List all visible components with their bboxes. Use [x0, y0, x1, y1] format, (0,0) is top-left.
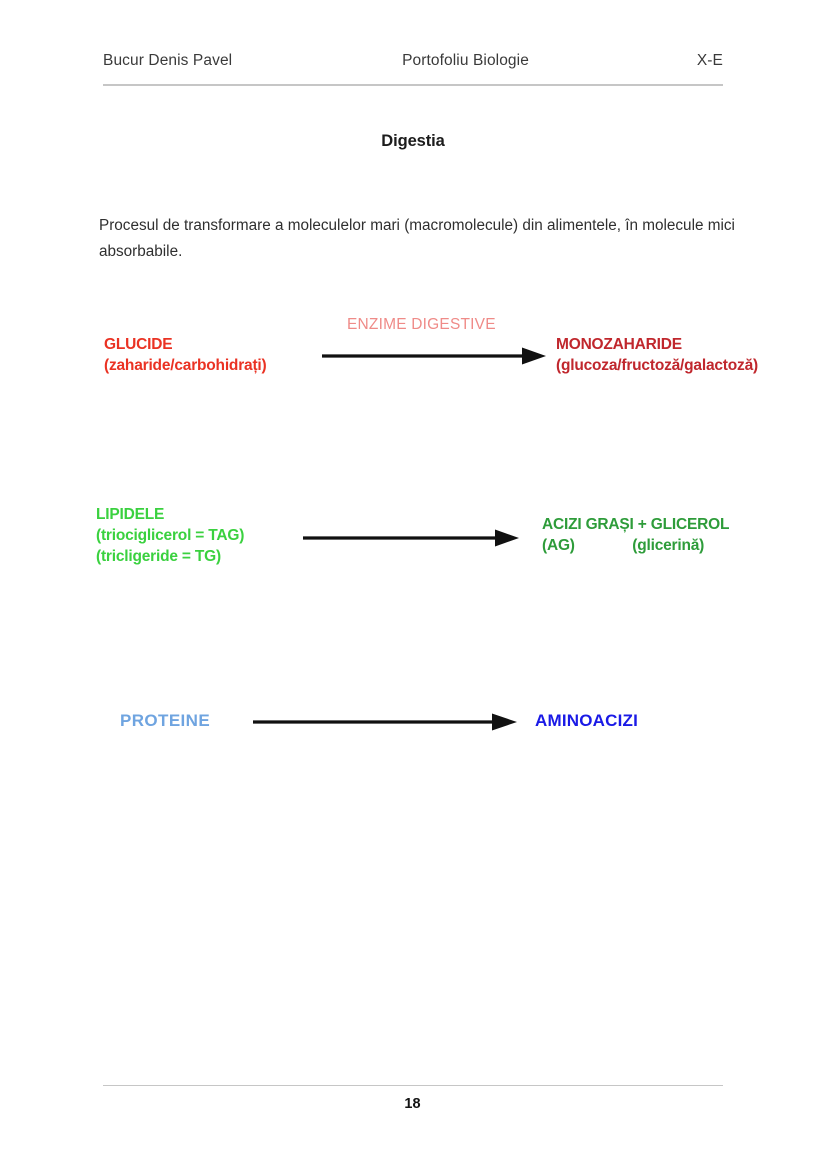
page-header: Bucur Denis Pavel Portofoliu Biologie X-…: [103, 46, 723, 76]
reactant-label-lipidele: LIPIDELE (triociglicerol = TAG) (triclig…: [96, 506, 245, 565]
reactant-label-glucide: GLUCIDE (zaharide/carbohidrați): [104, 336, 267, 374]
reaction-arrow-lipide: [303, 529, 519, 547]
reaction-row-lipide: LIPIDELE (triociglicerol = TAG) (triclig…: [0, 498, 828, 608]
product-label-monozaharide: MONOZAHARIDE (glucoza/fructoză/galactoză…: [556, 336, 758, 374]
page-number: 18: [404, 1096, 421, 1112]
intro-paragraph: Procesul de transformare a moleculelor m…: [99, 217, 735, 261]
footer-divider: [103, 1085, 723, 1087]
header-author: Bucur Denis Pavel: [103, 52, 233, 69]
reaction-arrow-glucide: [322, 347, 546, 365]
reaction-row-proteine: PROTEINE AMINOACIZI: [0, 700, 828, 810]
header-divider: [103, 84, 723, 86]
page-title: Digestia: [381, 132, 445, 150]
header-class: X-E: [696, 52, 723, 69]
catalyst-label-enzime-digestive: ENZIME DIGESTIVE: [347, 316, 496, 333]
header-title: Portofoliu Biologie: [402, 52, 529, 69]
product-label-acizi-grasi-glicerol: ACIZI GRAȘI + GLICEROL (AG) (glicerină): [542, 516, 730, 554]
reaction-row-glucide: GLUCIDE (zaharide/carbohidrați) ENZIME D…: [0, 316, 828, 428]
product-label-aminoacizi: AMINOACIZI: [535, 711, 639, 730]
reaction-arrow-proteine: [253, 713, 517, 731]
reactant-label-proteine: PROTEINE: [120, 711, 211, 730]
